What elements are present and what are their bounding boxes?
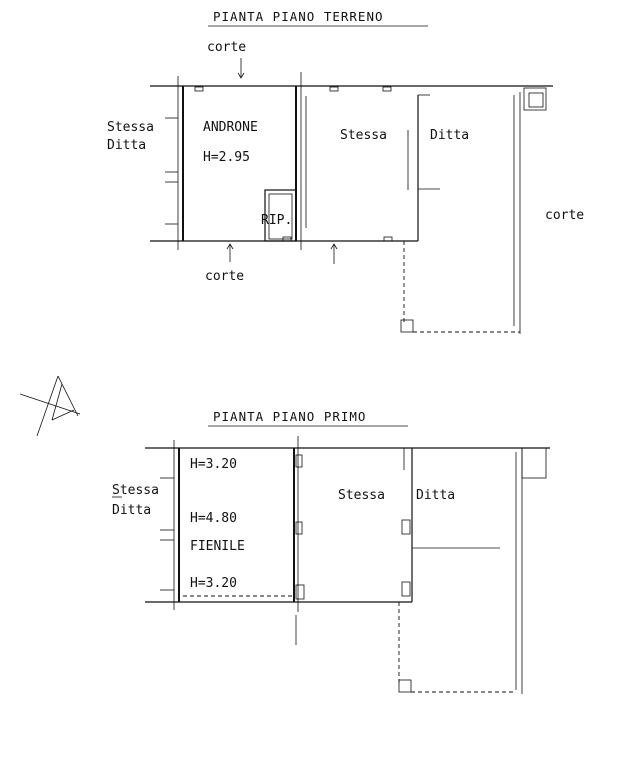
rip-label: RIP. [261,213,292,228]
corte-top-label: corte [207,40,246,55]
ground-floor-plan: PIANTA PIANO TERRENO corte [107,9,584,334]
stessa-room-label: Stessa [340,128,387,143]
androne-label: ANDRONE [203,120,258,135]
height-mid-label: H=4.80 [190,511,237,526]
arrow-up-icon [226,243,234,262]
height-bottom-label: H=3.20 [190,576,237,591]
ditta-room-label: Ditta [430,128,469,143]
ground-floor-walls [150,72,553,334]
height-top-label: H=3.20 [190,457,237,472]
arrow-down-icon [237,58,245,79]
androne-height-label: H=2.95 [203,150,250,165]
first-floor-walls [145,436,550,694]
stessa-left-label: Stessa [107,120,154,135]
first-floor-title: PIANTA PIANO PRIMO [213,409,366,424]
stessa-left-label: Stessa [112,483,159,498]
first-floor-plan: PIANTA PIANO PRIMO [112,409,550,694]
fienile-label: FIENILE [190,539,245,554]
ditta-room-label: Ditta [416,488,455,503]
arrow-up-icon [330,243,338,264]
north-arrow-icon [19,375,81,437]
stessa-room-label: Stessa [338,488,385,503]
ground-floor-title: PIANTA PIANO TERRENO [213,9,384,24]
corte-right-label: corte [545,208,584,223]
ditta-left-label: Ditta [107,138,146,153]
ditta-left-label: Ditta [112,503,151,518]
corte-bottom-label: corte [205,269,244,284]
